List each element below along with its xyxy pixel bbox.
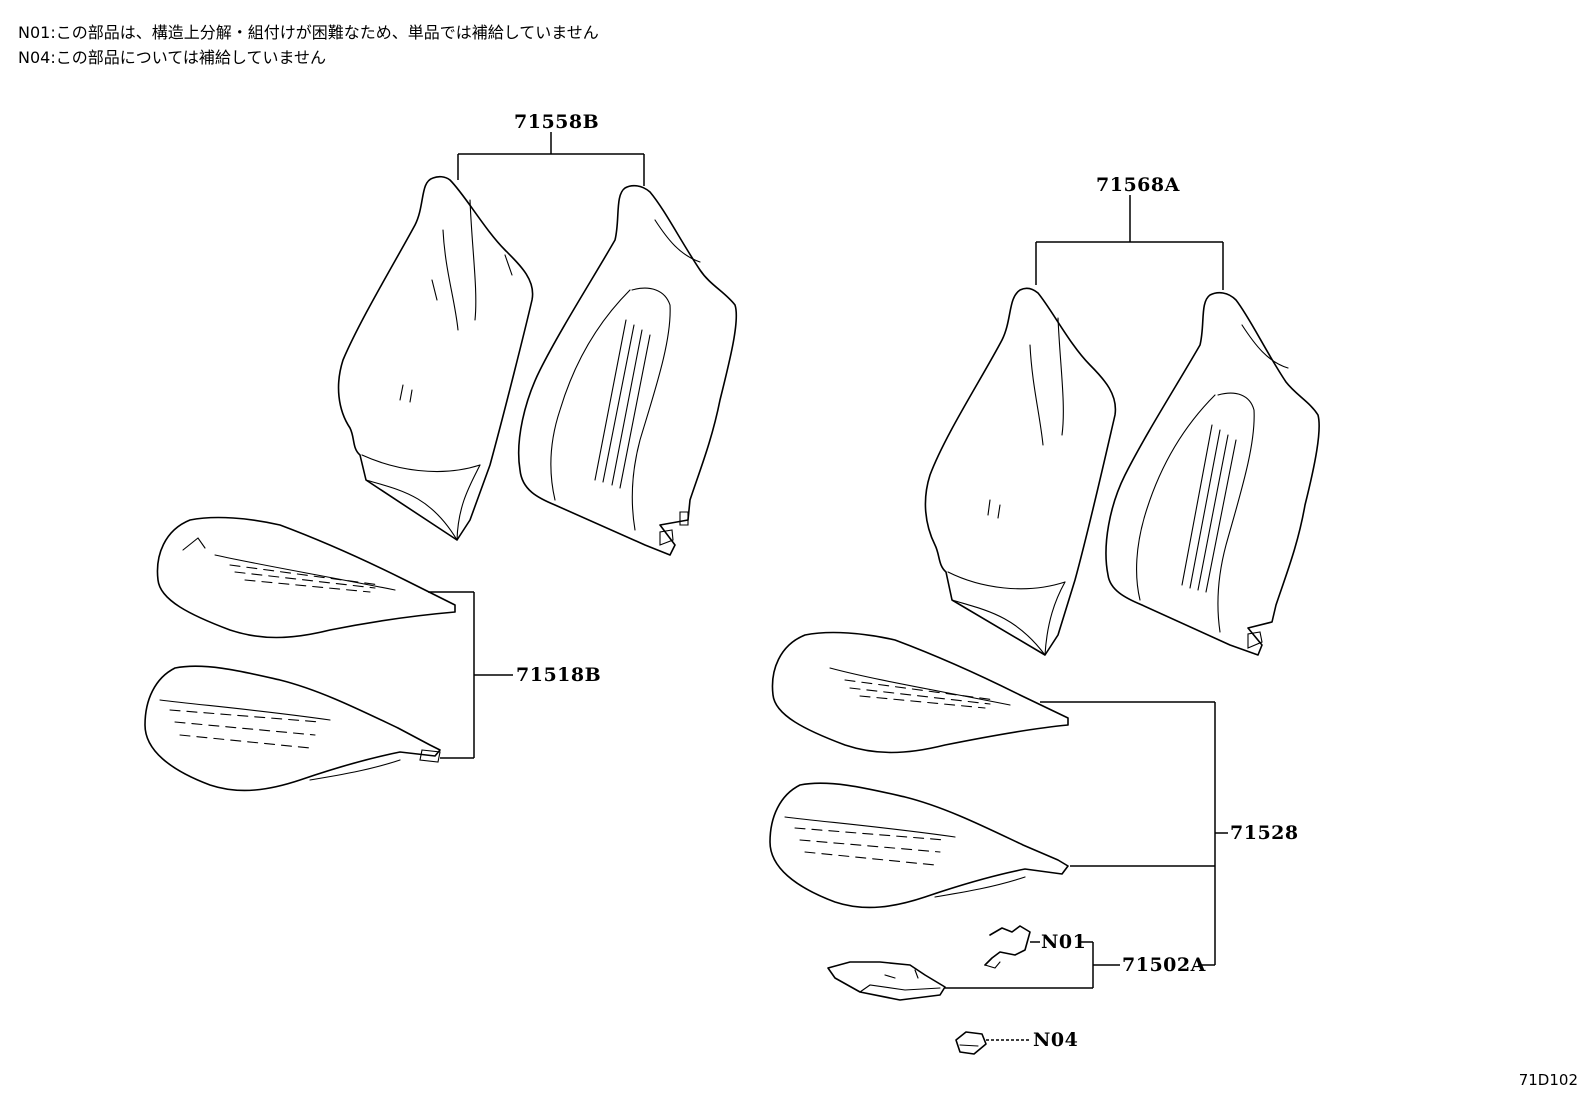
leader-71558b (457, 132, 645, 186)
part-label-71558b: 71558B (514, 111, 600, 133)
leader-71528 (1040, 701, 1228, 966)
connector-clip-part (955, 1031, 1031, 1055)
part-label-n01: N01 (1041, 931, 1087, 953)
note-n04: N04:この部品については補給していません (18, 48, 326, 67)
leader-71568a (1035, 195, 1224, 290)
note-n01: N01:この部品は、構造上分解・組付けが困難なため、単品では補給していません (18, 23, 599, 42)
part-label-71568a: 71568A (1096, 174, 1180, 196)
seat-cushion-cover-bottom-left (144, 665, 441, 792)
part-label-n04: N04 (1033, 1029, 1079, 1051)
seat-cushion-cover-bottom-right (769, 782, 1069, 909)
seat-cushion-cover-top-left (156, 516, 456, 639)
seatback-cover-rear-left (337, 175, 534, 541)
seat-pad-part (827, 961, 1093, 1001)
leader-71518b (428, 591, 513, 759)
seat-cushion-cover-top-right (771, 631, 1069, 754)
supply-notes: N01:この部品は、構造上分解・組付けが困難なため、単品では補給していません N… (18, 20, 599, 70)
part-label-71528: 71528 (1230, 822, 1299, 844)
seatback-cover-front-right (1105, 291, 1320, 656)
seatback-cover-rear-right (924, 287, 1117, 656)
diagram-code: 71D102 (1518, 1071, 1578, 1089)
heater-wire-part (984, 925, 1040, 969)
part-label-71502a: 71502A (1122, 954, 1206, 976)
leader-71502a (1078, 941, 1120, 988)
part-label-71518b: 71518B (516, 664, 602, 686)
seatback-cover-front-left (517, 184, 738, 556)
